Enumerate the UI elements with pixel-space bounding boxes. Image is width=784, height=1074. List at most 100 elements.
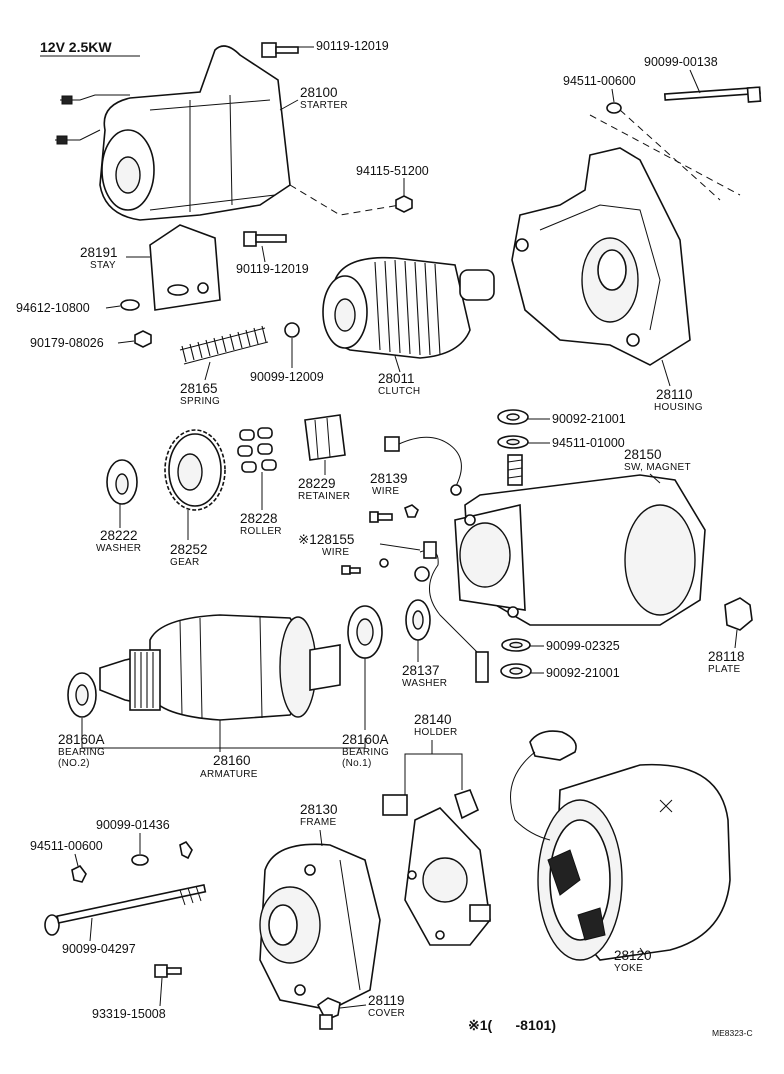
gear-28252 [164, 429, 226, 511]
leader-90119-lower [261, 245, 266, 263]
part-94115-number: 94115-51200 [356, 164, 429, 178]
part-28160-name: ARMATURE [200, 769, 258, 780]
part-93319-number: 93319-15008 [92, 1007, 166, 1021]
nut-90179 [134, 330, 152, 348]
align-line-housing [589, 109, 741, 201]
wire-28139 [384, 436, 462, 496]
part-28118-name: PLATE [708, 664, 740, 675]
yoke-28120 [510, 730, 731, 961]
part-90092-top-number: 90092-21001 [552, 412, 626, 426]
leader-28100 [279, 99, 299, 111]
nut-90092-top [497, 409, 529, 425]
part-28011-number: 28011 [378, 371, 415, 386]
part-28137-number: 28137 [402, 663, 440, 678]
leader-28140 [404, 740, 463, 795]
stay-28191 [149, 224, 221, 311]
part-128155-name: WIRE [322, 547, 349, 558]
part-28118-number: 28118 [708, 649, 745, 664]
part-28137-name: WASHER [402, 678, 447, 689]
part-28160-number: 28160 [213, 753, 251, 768]
washer-94511-top [606, 102, 622, 114]
leader-28119 [339, 1004, 367, 1009]
leader-28165 [204, 361, 211, 381]
part-28139-number: 28139 [370, 471, 408, 486]
part-28119-name: COVER [368, 1008, 405, 1019]
leader-128155 [379, 543, 421, 551]
part-90099-02325-number: 90099-02325 [546, 639, 620, 653]
through-bolt-90099-04297 [44, 883, 207, 936]
part-28222-name: WASHER [96, 543, 141, 554]
spring-28165 [179, 325, 269, 365]
leader-28011 [394, 355, 401, 373]
nut-90092-lower [500, 663, 532, 679]
footer-note: ※1( -8101) [468, 1017, 556, 1033]
roller-28228 [237, 427, 277, 473]
washer-90099-02325 [501, 638, 531, 652]
starter-assembly [55, 45, 291, 221]
part-90119-top-number: 90119-12019 [316, 39, 389, 53]
bolt-90119-top [261, 42, 299, 58]
part-28139-name: WIRE [372, 486, 399, 497]
leader-90099-04297 [89, 917, 93, 942]
spec-label: 12V 2.5KW [40, 39, 112, 55]
part-28160A-left-sub: (NO.2) [58, 758, 90, 769]
washer-94612 [120, 299, 140, 311]
wire-128155 [414, 541, 489, 683]
part-90119-lower-number: 90119-12019 [236, 262, 309, 276]
part-28160A-right-number: 28160A [342, 732, 389, 747]
part-28110-name: HOUSING [654, 402, 703, 413]
part-28130-number: 28130 [300, 802, 338, 817]
part-28191-name: STAY [90, 260, 116, 271]
part-28228-number: 28228 [240, 511, 278, 526]
part-28100-number: 28100 [300, 85, 338, 100]
part-28165-number: 28165 [180, 381, 218, 396]
part-90099-12009-number: 90099-12009 [250, 370, 324, 384]
part-28150-number: 28150 [624, 447, 662, 462]
part-28110-number: 28110 [656, 387, 693, 402]
part-28252-number: 28252 [170, 542, 208, 557]
part-90179-number: 90179-08026 [30, 336, 104, 350]
leader-94511-top [611, 88, 615, 103]
leader-28120 [639, 947, 646, 956]
leader-94511-lower [74, 853, 79, 867]
part-28130-name: FRAME [300, 817, 337, 828]
part-94511-00600-lower-number: 94511-00600 [30, 839, 103, 853]
housing-28110 [511, 147, 691, 366]
part-90099-04297-number: 90099-04297 [62, 942, 136, 956]
part-90092-lower-number: 90092-21001 [546, 666, 620, 680]
cover-28119 [316, 997, 341, 1030]
part-28252-name: GEAR [170, 557, 200, 568]
washer-28222 [106, 459, 138, 505]
nut-94115 [395, 195, 413, 213]
bearing-28160A-no2 [67, 672, 97, 718]
part-128155-number: ※128155 [298, 532, 354, 547]
washer-90099-01436 [131, 840, 193, 866]
leader-90099-00138 [689, 69, 701, 94]
frame-28130 [259, 843, 381, 1011]
magnet-switch-28150 [454, 454, 706, 626]
part-94511-01000-number: 94511-01000 [552, 436, 625, 450]
part-28229-number: 28229 [298, 476, 336, 491]
leader-94612 [105, 305, 121, 309]
part-28229-name: RETAINER [298, 491, 350, 502]
part-28222-number: 28222 [100, 528, 138, 543]
armature-28160 [99, 614, 341, 721]
part-28120-name: YOKE [614, 963, 643, 974]
part-28120-number: 28120 [614, 948, 652, 963]
part-28160A-left-number: 28160A [58, 732, 105, 747]
holder-28140 [382, 789, 491, 946]
leader-28130 [319, 829, 323, 847]
leader-93319 [159, 977, 163, 1007]
part-94511-00600-top-number: 94511-00600 [563, 74, 636, 88]
part-94612-number: 94612-10800 [16, 301, 90, 315]
part-28140-number: 28140 [414, 712, 452, 727]
plate-28118 [724, 597, 753, 631]
align-line-starter [289, 184, 401, 216]
diagram-code: ME8323-C [712, 1028, 753, 1038]
part-28191-number: 28191 [80, 245, 118, 260]
part-90099-00138-number: 90099-00138 [644, 55, 718, 69]
part-28011-name: CLUTCH [378, 386, 420, 397]
part-28165-name: SPRING [180, 396, 220, 407]
bolt-90119-lower [243, 231, 287, 247]
